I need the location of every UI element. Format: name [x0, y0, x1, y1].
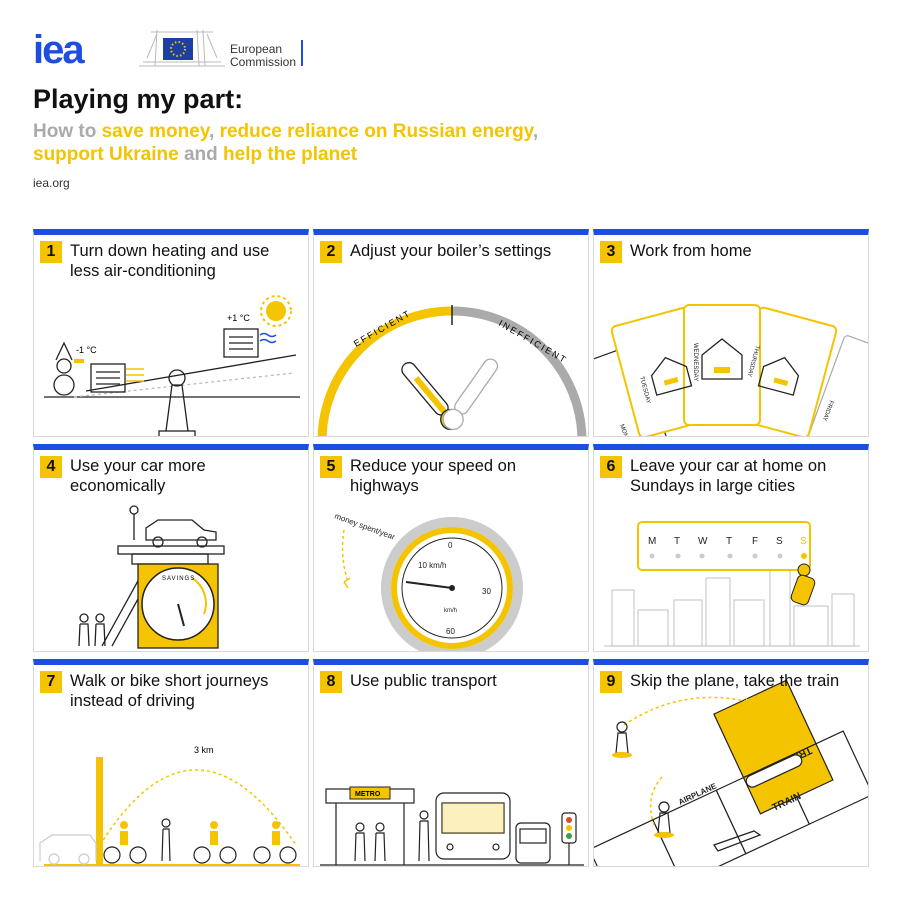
page-title: Playing my part: [33, 84, 244, 114]
weekday-label-sunday: S [800, 536, 807, 547]
calendar-cards-illustration: MONDAY TUESDAY WEDNESDAY THURSDAY FRIDAY [594, 304, 868, 436]
tip-card-public-transport: METRO 8 Use public transport [313, 659, 589, 867]
subtitle-part: , [209, 121, 220, 142]
tip-number: 8 [320, 671, 342, 693]
tip-card-walk-bike: 3 km 7 Walk or bike short journeys inste… [33, 659, 309, 867]
tip-title: Use public transport [350, 672, 497, 690]
tip-number: 2 [320, 241, 342, 263]
partner-name-line2: Commission [230, 55, 297, 69]
day-label: WEDNESDAY [692, 343, 698, 381]
tip-card-car-economy: SAVINGS 4 Use your car more economically [33, 444, 309, 652]
temp-down-label: -1 °C [76, 345, 97, 355]
partner-name: European Commission [230, 43, 296, 69]
partner-name-line1: European [230, 42, 283, 56]
tip-title: Turn down heating and use less air-condi… [70, 242, 270, 280]
tip-title: Reduce your speed on highways [350, 457, 517, 495]
tip-card-speed: money spent/year 10 km/h 0 30 60 km/h 5 … [313, 444, 589, 652]
tip-card-car-free-sunday: M T W T F S S 6 Leave your car at home o… [593, 444, 869, 652]
airplane-icon [712, 830, 762, 852]
subtitle-part: , [532, 121, 539, 142]
subtitle-highlight: save money [101, 121, 209, 142]
tip-number: 3 [600, 241, 622, 263]
tip-card-boiler: EFFICIENT INEFFICIENT 2 Adjust your boil… [313, 229, 589, 437]
tip-title: Adjust your boiler’s settings [350, 242, 552, 260]
tip-number: 7 [40, 671, 62, 693]
speedometer-illustration: money spent/year 10 km/h 0 30 60 km/h [333, 511, 523, 651]
subtitle-highlight: reduce reliance on Russian energy [219, 121, 533, 142]
weekday-label: M [648, 536, 656, 547]
boiler-gauge-illustration: EFFICIENT INEFFICIENT [317, 305, 587, 436]
distance-label: 3 km [194, 745, 214, 755]
divider [301, 40, 303, 66]
tip-card-work-from-home: MONDAY TUESDAY WEDNESDAY THURSDAY FRIDAY… [593, 229, 869, 437]
temp-up-label: +1 °C [227, 313, 250, 323]
efficient-label: EFFICIENT [352, 308, 413, 349]
tip-title: Use your car more economically [70, 457, 206, 495]
tip-number: 1 [40, 241, 62, 263]
tick-label: 0 [448, 541, 453, 550]
speed-delta-label: 10 km/h [418, 561, 446, 570]
train-icon [745, 754, 803, 788]
subtitle-part: How to [33, 121, 102, 142]
subtitle-part: and [178, 144, 224, 165]
car-key-icon [790, 563, 816, 606]
tip-title: Leave your car at home on Sundays in lar… [630, 457, 827, 495]
tip-number: 5 [320, 456, 342, 478]
car-scale-illustration: SAVINGS [78, 505, 225, 649]
site-link[interactable]: iea.org [33, 176, 70, 190]
unit-label: km/h [444, 608, 457, 614]
weekday-label: T [726, 536, 732, 547]
public-transport-illustration: METRO [320, 786, 584, 866]
weekday-label: W [698, 536, 708, 547]
weekday-label: S [776, 536, 783, 547]
savings-label: SAVINGS [162, 576, 195, 582]
subtitle-highlight: support Ukraine [33, 144, 179, 165]
subtitle-highlight: help the planet [223, 144, 358, 165]
city-week-illustration: M T W T F S S [604, 521, 860, 647]
board-game-illustration: AIRPLANE TRAIN TRAIN [594, 679, 868, 866]
seesaw-illustration: -1 °C +1 °C [44, 295, 300, 436]
weekday-label: F [752, 536, 758, 547]
metro-sign: METRO [355, 791, 381, 798]
walk-bike-illustration: 3 km [39, 745, 300, 866]
european-commission-logo: European Commission [137, 26, 307, 71]
weekday-label: T [674, 536, 680, 547]
inefficient-label: INEFFICIENT [497, 318, 569, 365]
tip-card-heating: -1 °C +1 °C 1 Turn down heating and use … [33, 229, 309, 437]
page-subtitle: How to save money, reduce reliance on Ru… [33, 120, 553, 166]
tip-card-train: AIRPLANE TRAIN TRAIN 9 Skip the plane, t… [593, 659, 869, 867]
tip-title: Walk or bike short journeys instead of d… [70, 672, 269, 710]
tip-number: 4 [40, 456, 62, 478]
tick-label: 60 [446, 627, 455, 636]
eu-flag-icon [139, 29, 225, 67]
tip-title: Skip the plane, take the train [630, 672, 840, 690]
tip-number: 9 [600, 671, 622, 693]
tip-title: Work from home [630, 242, 752, 260]
tick-label: 30 [482, 587, 491, 596]
iea-logo: iea [33, 28, 85, 72]
tip-number: 6 [600, 456, 622, 478]
